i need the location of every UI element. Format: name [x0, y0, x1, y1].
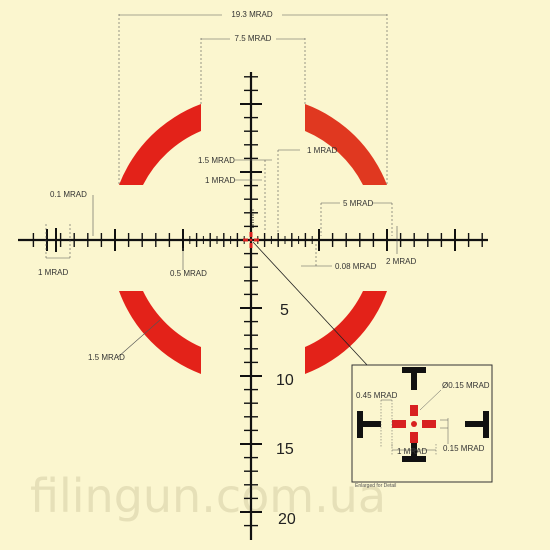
elevation-number-5: 5 [280, 302, 289, 319]
ring-segment-bottom-right [305, 291, 387, 374]
label-0-1-mrad: 0.1 MRAD [50, 190, 87, 199]
inset-label-0-15-mrad: 0.15 MRAD [443, 444, 485, 453]
detail-inset: Ø0.15 MRAD 0.45 MRAD 0.15 MRAD 1 MRAD En… [351, 364, 493, 489]
label-1-mrad-horizontal: 1 MRAD [38, 268, 68, 277]
ring-segment-top-right [305, 104, 387, 185]
label-2-mrad: 2 MRAD [386, 257, 416, 266]
inset-label-1-mrad: 1 MRAD [397, 447, 427, 456]
reticle-ticks [32, 76, 483, 527]
leader-line [252, 241, 369, 367]
label-ring-1-5-mrad: 1.5 MRAD [88, 353, 125, 362]
crosshair [18, 72, 488, 540]
inset-label-0-45-mrad: 0.45 MRAD [356, 391, 398, 400]
ring-segment-bottom-left [119, 291, 201, 374]
inset-caption: Enlarged for Detail [355, 483, 396, 489]
watermark: filingun.com.ua [30, 469, 386, 523]
elevation-number-10: 10 [276, 372, 294, 389]
label-7-5-mrad: 7.5 MRAD [235, 34, 272, 43]
elevation-number-20: 20 [278, 511, 296, 528]
red-ring [119, 104, 387, 374]
elevation-number-15: 15 [276, 441, 294, 458]
label-5-mrad: 5 MRAD [343, 199, 373, 208]
label-19-3-mrad: 19.3 MRAD [231, 10, 273, 19]
center-aim-point [243, 232, 259, 248]
label-1-mrad-vertical-left: 1 MRAD [205, 176, 235, 185]
label-0-5-mrad: 0.5 MRAD [170, 269, 207, 278]
label-1-mrad-vertical-right: 1 MRAD [307, 146, 337, 155]
inset-label-dot: Ø0.15 MRAD [442, 381, 490, 390]
label-1-5-mrad-vertical: 1.5 MRAD [198, 156, 235, 165]
dimension-lines [45, 14, 398, 358]
ring-segment-top-left [119, 104, 201, 185]
label-0-08-mrad: 0.08 MRAD [335, 262, 377, 271]
